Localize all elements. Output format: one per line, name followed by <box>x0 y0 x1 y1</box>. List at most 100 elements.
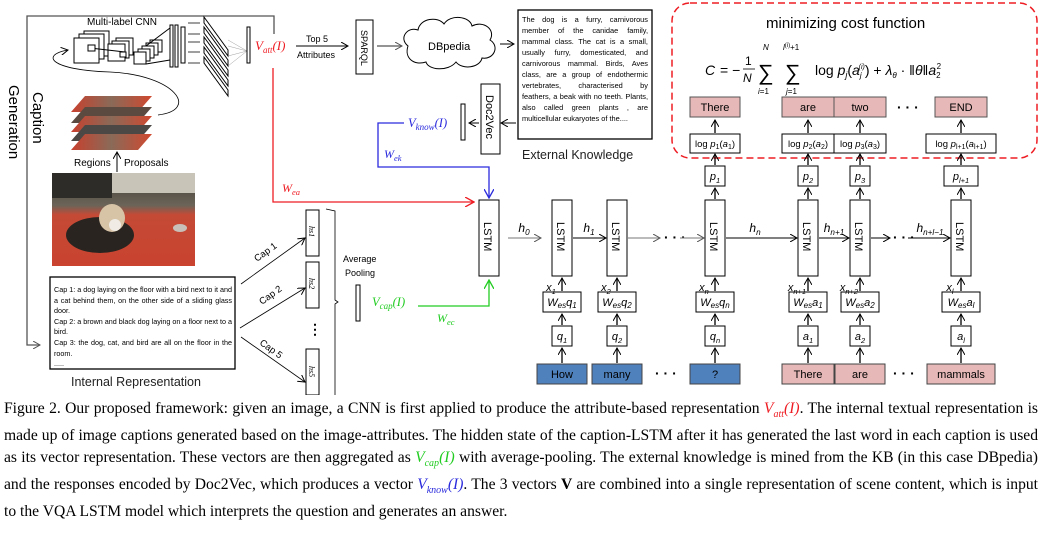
caption-part-4: . The 3 vectors <box>463 475 561 493</box>
h0-label: h0 <box>518 221 530 237</box>
answer-token-box-0 <box>781 363 835 385</box>
answer-token-box-2 <box>926 363 996 385</box>
top5-label-2: Attributes <box>297 50 336 60</box>
embedding-box-0 <box>542 291 582 313</box>
output-word-2: two <box>851 102 868 114</box>
w-ea-label: Wea <box>282 181 300 197</box>
svg-text:j=1: j=1 <box>785 87 797 96</box>
vqa-lstm-0 <box>551 199 573 277</box>
cap-arrow-label-1: Cap 1 <box>252 241 279 265</box>
token-var-label-1: q2 <box>612 331 623 345</box>
token-var-label-0: q1 <box>557 331 567 345</box>
embedding-label-3: Wesa1 <box>793 297 822 310</box>
knowledge-text: The dog is a furry, carnivorous member o… <box>522 15 648 123</box>
cnn-label: Multi-label CNN <box>87 17 157 28</box>
v-know-label: Vknow(I) <box>408 116 447 132</box>
output-word-1: are <box>800 102 816 114</box>
w-ea-connector <box>272 68 474 202</box>
svg-text:N: N <box>763 43 769 52</box>
log-prob-label-1: log p2(a2) <box>788 139 828 151</box>
regions-label: Regions <box>74 158 111 169</box>
question-token-ellipsis: · · · <box>655 365 677 381</box>
region-proposal-stack <box>71 96 152 150</box>
p-output-label-1: p2 <box>802 171 814 185</box>
output-word-0: There <box>701 102 730 114</box>
question-token-2: ? <box>712 369 718 381</box>
token-var-box-4 <box>849 325 871 347</box>
x-label-1: x2 <box>600 282 612 296</box>
log-prob-label-2: log p3(a3) <box>840 139 880 151</box>
output-word-box-2 <box>833 96 887 118</box>
p-output-label-3: pl+1 <box>952 171 969 185</box>
token-var-box-2 <box>704 325 726 347</box>
x-label-4: xn+2 <box>839 282 859 296</box>
log-prob-box-2 <box>833 133 887 154</box>
w-ek-connector <box>377 122 489 198</box>
pooling-brace <box>325 208 339 395</box>
caption-bold-v: V <box>560 475 573 493</box>
hidden-state-1: hs1 <box>307 226 316 237</box>
question-chain-ellipsis: · · · <box>664 229 686 245</box>
x-label-5: xl <box>945 282 954 296</box>
embedding-label-5: Wesal <box>948 297 975 310</box>
answer-token-2: mammals <box>937 369 985 381</box>
embedding-label-4: Wesa2 <box>845 297 875 310</box>
p-output-box-2 <box>849 165 871 187</box>
hn1-label: hn+1 <box>824 221 845 237</box>
caption-line-ellipsis: ..... <box>54 359 64 369</box>
token-var-label-3: a1 <box>803 331 813 345</box>
knowledge-text-box <box>517 9 653 140</box>
average-pooling-label-1: Average <box>343 254 376 264</box>
framework-diagram: Caption Generation Multi-label CNN Regio… <box>5 2 1038 395</box>
top5-label-1: Top 5 <box>306 34 328 44</box>
v-cap-label: Vcap(I) <box>372 295 405 311</box>
p-output-box-0 <box>704 165 726 187</box>
v-know-vector <box>460 103 466 141</box>
sparql-label: SPARQL <box>359 30 369 66</box>
log-prob-label-3: log pl+1(al+1) <box>935 139 986 151</box>
log-prob-box-0 <box>689 133 741 154</box>
token-var-box-5 <box>950 325 972 347</box>
embedding-box-4 <box>840 291 880 313</box>
cnn-layers <box>73 15 251 98</box>
answer-token-0: There <box>794 369 823 381</box>
caption-v-att: Vatt(I) <box>763 400 800 421</box>
token-var-label-4: a2 <box>855 331 866 345</box>
vqa-lstm-2 <box>704 199 726 277</box>
embedding-box-2 <box>695 291 735 313</box>
token-var-box-3 <box>797 325 819 347</box>
question-token-0: How <box>551 369 573 381</box>
embedding-label-0: Wesq1 <box>547 297 576 310</box>
hn-label: hn <box>749 221 761 237</box>
p-output-box-1 <box>797 165 819 187</box>
answer-token-box-1 <box>834 363 886 385</box>
external-knowledge-title: External Knowledge <box>522 148 633 162</box>
vqa-lstm-2-label: LSTM <box>707 222 719 251</box>
p-output-label-0: p1 <box>709 171 720 185</box>
w-ek-label: Wek <box>384 147 402 163</box>
vqa-initial-lstm-label: LSTM <box>481 222 493 251</box>
svg-text:l(i)+1: l(i)+1 <box>783 43 800 52</box>
embedding-label-1: Wesq2 <box>602 297 632 310</box>
hidden-state-2: hs2 <box>307 278 316 289</box>
sparql-box <box>355 19 374 75</box>
hidden-state-5: hs5 <box>307 366 316 377</box>
caption-line-2: Cap 2: a brown and black dog laying on a… <box>54 316 232 337</box>
caption-v-cap: Vcap(I) <box>415 448 455 469</box>
vqa-lstm-4 <box>849 199 871 277</box>
h1-label: h1 <box>583 221 594 237</box>
x-label-3: xn+1 <box>787 282 806 296</box>
captions-text: Cap 1: a dog laying on the floor with a … <box>54 285 232 370</box>
token-var-label-5: al <box>957 331 965 345</box>
p-output-label-2: p3 <box>854 171 866 185</box>
svg-text:∑: ∑ <box>785 60 801 85</box>
vqa-lstm-5-label: LSTM <box>953 222 965 251</box>
embedding-box-5 <box>941 291 981 313</box>
output-words-ellipsis: · · · <box>897 99 919 115</box>
svg-text:C: C <box>705 62 716 78</box>
log-prob-label-0: log p1(a1) <box>695 139 735 151</box>
svg-text:1: 1 <box>745 54 752 68</box>
caption-part-1: Figure 2. Our proposed framework: given … <box>4 400 764 417</box>
v-cap-vector <box>355 284 361 322</box>
